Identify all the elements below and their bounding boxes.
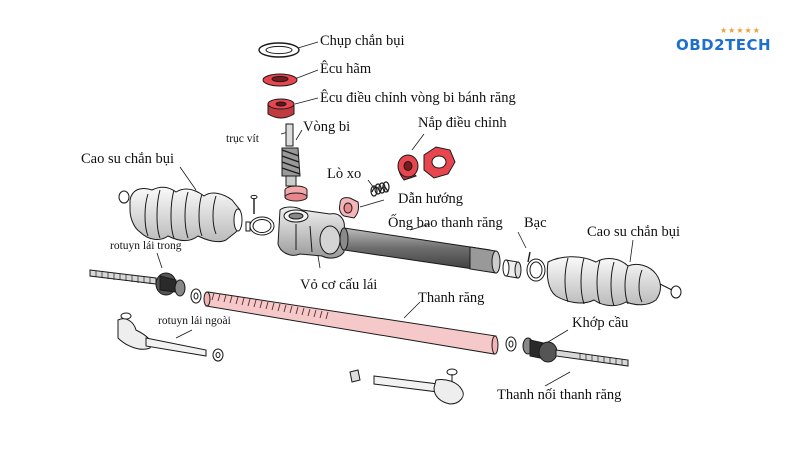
label-adjust-nut: Êcu điều chỉnh vòng bi bánh răng (320, 90, 516, 106)
label-inner-tie-rod-left: rotuyn lái trong (110, 240, 182, 252)
label-dust-cap: Chụp chắn bụi (320, 33, 405, 49)
inner-tie-rod-left-part (89, 269, 186, 297)
guide-part (339, 197, 359, 219)
bolt-part (250, 194, 258, 214)
washer-left (190, 288, 202, 304)
adjust-cover-part (397, 146, 456, 181)
label-guide: Dẫn hướng (398, 191, 464, 207)
label-tie-rod: Thanh nối thanh răng (497, 387, 622, 403)
outer-tie-rod-left-part (117, 312, 224, 362)
spring-part (370, 181, 390, 197)
label-lock-nut: Êcu hãm (320, 61, 372, 77)
label-adjust-cover: Nắp điều chỉnh (418, 115, 507, 131)
label-spring: Lò xo (327, 166, 362, 182)
brand-logo: ★★★★★ OBD2TECH (676, 26, 780, 64)
clamp-left (245, 216, 275, 236)
pin-part (527, 251, 531, 263)
label-rack: Thanh răng (418, 290, 485, 306)
label-worm-gear: trục vít (226, 133, 259, 145)
leader-lines (156, 41, 634, 387)
tie-rod-right-part (555, 349, 629, 367)
label-outer-tie-rod: rotuyn lái ngoài (158, 315, 231, 327)
logo-stars: ★★★★★ (720, 26, 761, 35)
rack-part (203, 291, 499, 355)
bearing-part (284, 185, 308, 202)
bushing-part (502, 259, 522, 279)
washer-right (505, 336, 517, 352)
label-bushing: Bạc (524, 215, 547, 231)
label-rack-tube: Ống bao thanh răng (388, 215, 503, 231)
boot-left-part (118, 186, 243, 243)
dust-cap-part (258, 42, 300, 58)
logo-text: OBD2TECH (676, 36, 772, 54)
housing-part (277, 206, 345, 259)
label-ball-joint: Khớp cầu (572, 315, 629, 331)
ball-joint-right-part (522, 337, 558, 363)
boot-right-part (546, 256, 682, 307)
rack-tube-part (339, 227, 501, 274)
label-boot-right: Cao su chắn bụi (587, 224, 681, 240)
clamp-right (526, 258, 546, 282)
outer-tie-rod-bottom-part (349, 368, 464, 405)
label-housing: Vỏ cơ cấu lái (300, 277, 378, 293)
label-boot-left: Cao su chắn bụi (81, 151, 175, 167)
lock-nut-part (262, 73, 298, 87)
adjust-nut-part (267, 98, 295, 119)
pinion-shaft-part (281, 123, 301, 187)
label-bearing: Vòng bi (303, 119, 351, 135)
